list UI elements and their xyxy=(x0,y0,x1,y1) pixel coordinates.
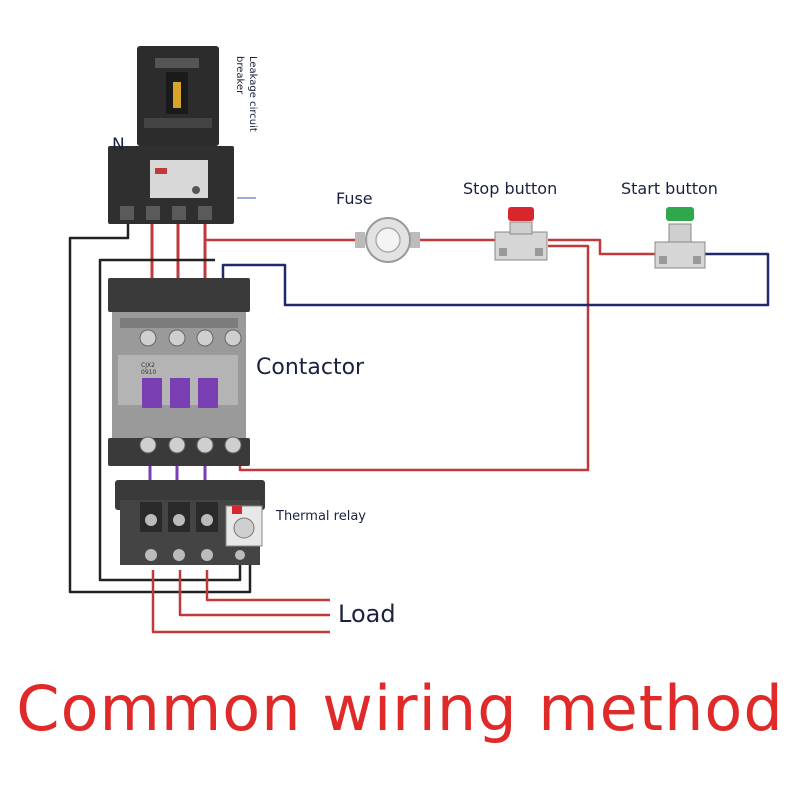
stop-button xyxy=(494,207,548,261)
load-wire-1 xyxy=(205,570,330,602)
load-label: Load xyxy=(338,600,396,628)
leakage-circuit-breaker xyxy=(108,46,256,224)
breaker-label-line1: Leakage circuit xyxy=(247,56,258,132)
fuse xyxy=(355,217,420,263)
thermal-relay-label: Thermal relay xyxy=(275,509,366,524)
coil-wire xyxy=(221,252,770,318)
load-wire-3 xyxy=(151,570,330,634)
neutral-wire-outer xyxy=(68,222,252,594)
stop-button-label: Stop button xyxy=(463,179,557,198)
contactor-model-line1: CJX2 xyxy=(141,362,155,369)
n-label: N xyxy=(112,135,125,155)
contactor-label: Contactor xyxy=(256,355,365,380)
neutral-wire-inner xyxy=(98,258,242,582)
page-title: Common wiring method xyxy=(16,672,784,745)
start-button xyxy=(654,207,706,269)
load-wire-2 xyxy=(178,570,330,617)
breaker-label-line2: breaker xyxy=(234,56,245,95)
control-wire-stop-start xyxy=(548,238,655,256)
fuse-label: Fuse xyxy=(336,189,373,208)
start-button-label: Start button xyxy=(621,179,718,198)
contactor-model-line2: 0910 xyxy=(141,369,156,376)
contactor xyxy=(108,278,250,466)
thermal-relay xyxy=(115,480,265,565)
